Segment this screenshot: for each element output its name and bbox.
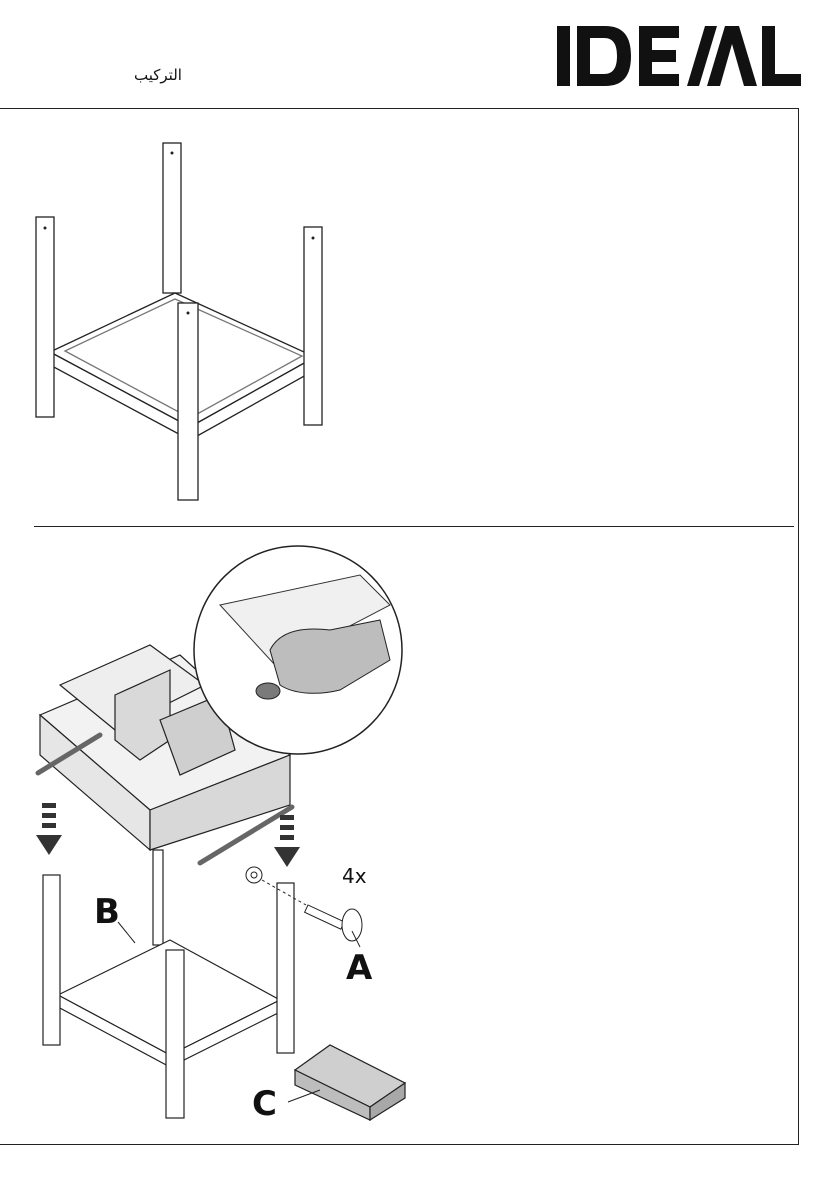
label-b: B [94, 892, 120, 932]
section-divider [34, 526, 794, 527]
stand-frame-illustration [20, 135, 340, 505]
label-a: A [346, 948, 373, 988]
quantity-label: 4x [342, 864, 367, 888]
section-title: التركيب [134, 66, 182, 84]
detail-magnifier [194, 546, 402, 754]
mounting-illustration: 4x A B C [30, 545, 420, 1135]
label-c: C [252, 1084, 277, 1124]
ideal-logo [557, 26, 801, 86]
